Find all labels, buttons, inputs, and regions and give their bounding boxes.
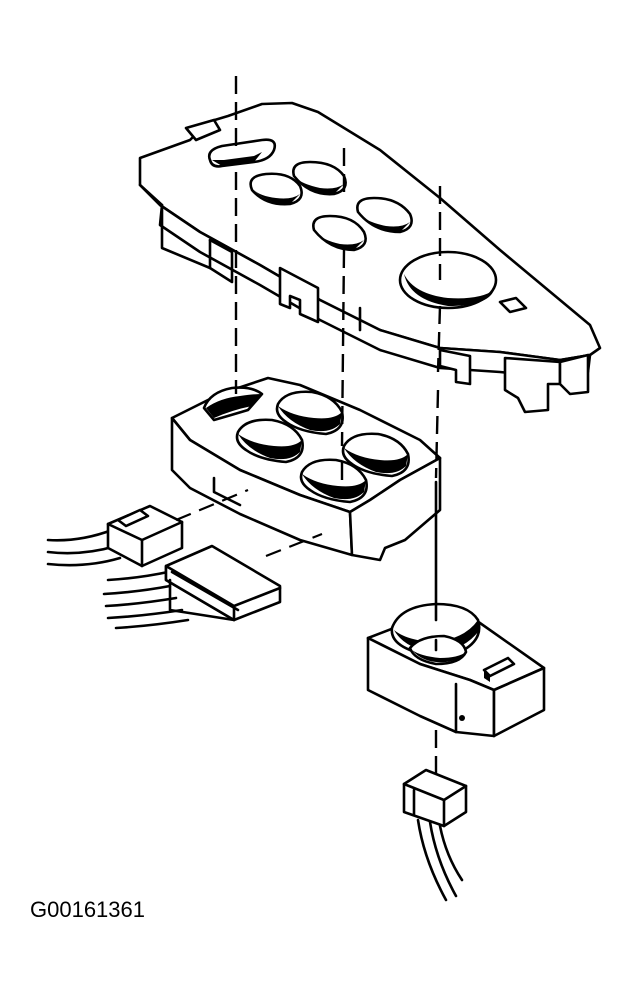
harness-connector-large <box>102 544 282 630</box>
harness-connector-small <box>46 504 184 568</box>
door-lock-switch <box>366 602 546 738</box>
leader-large-connector <box>265 532 323 558</box>
figure-code: G00161361 <box>30 897 145 922</box>
window-switch-assembly <box>170 376 442 562</box>
switch-bezel <box>138 101 602 414</box>
lock-switch-connector <box>402 768 468 902</box>
alignment-lines <box>234 76 442 778</box>
leader-small-connector <box>175 488 249 522</box>
